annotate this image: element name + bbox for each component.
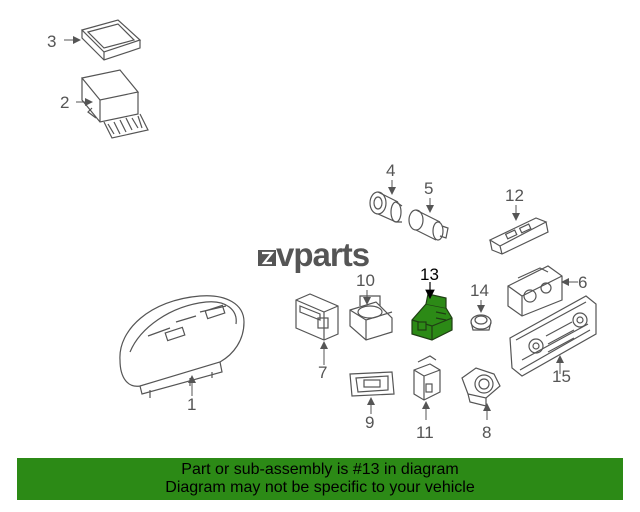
- part-5[interactable]: [408, 209, 449, 241]
- part-10[interactable]: [349, 295, 393, 341]
- callout-14: 14: [470, 281, 489, 300]
- part-1[interactable]: [119, 295, 245, 398]
- part-4[interactable]: [369, 191, 403, 223]
- info-banner: Part or sub-assembly is #13 in diagram D…: [17, 458, 623, 500]
- callout-2: 2: [60, 93, 69, 112]
- callout-3: 3: [47, 32, 56, 51]
- callout-12: 12: [505, 186, 524, 205]
- callout-5: 5: [424, 179, 433, 198]
- evparts-logo: vparts: [258, 236, 370, 273]
- part-6[interactable]: [507, 265, 563, 317]
- part-3[interactable]: [80, 19, 142, 61]
- part-13-highlighted[interactable]: [411, 293, 453, 341]
- part-8[interactable]: [461, 367, 501, 407]
- logo-text: vparts: [276, 236, 369, 273]
- part-7[interactable]: [295, 293, 339, 341]
- part-15[interactable]: [509, 295, 597, 377]
- part-2[interactable]: [80, 69, 149, 139]
- part-9[interactable]: [349, 371, 395, 397]
- part-12[interactable]: [488, 217, 549, 255]
- banner-line-1: Part or sub-assembly is #13 in diagram: [181, 461, 459, 478]
- callout-8: 8: [482, 423, 491, 442]
- callout-10: 10: [356, 271, 375, 290]
- part-14[interactable]: [470, 314, 492, 331]
- banner-line-2: Diagram may not be specific to your vehi…: [165, 479, 475, 496]
- callout-1: 1: [187, 395, 196, 414]
- callout-4: 4: [386, 161, 395, 180]
- callout-7: 7: [318, 363, 327, 382]
- callout-15: 15: [552, 367, 571, 386]
- callout-11: 11: [416, 423, 434, 442]
- callout-6: 6: [578, 273, 587, 292]
- part-11[interactable]: [413, 355, 441, 401]
- callout-13: 13: [420, 265, 439, 284]
- callout-9: 9: [365, 413, 374, 432]
